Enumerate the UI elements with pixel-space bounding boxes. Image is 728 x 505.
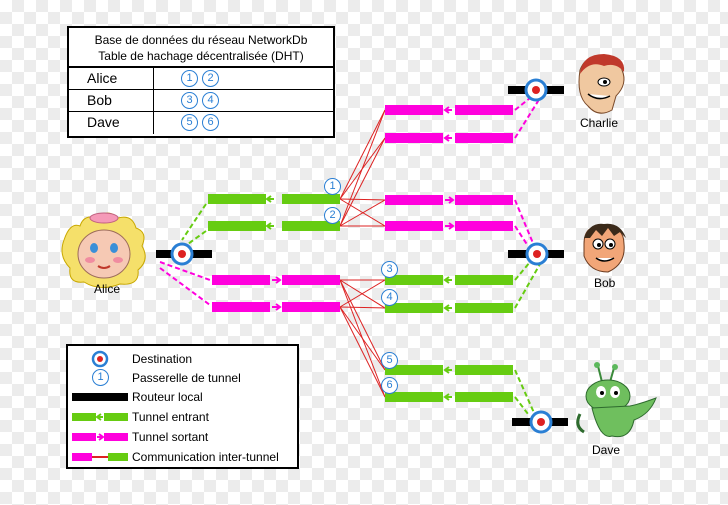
legend-inter-tunnel: Communication inter-tunnel [68,447,297,467]
router-trails [159,93,541,416]
dht-title-line2: Table de hachage décentralisée (DHT) [98,49,304,63]
legend-local-router: Routeur local [68,387,297,407]
gateway-badge: 6 [202,114,219,131]
bob-avatar [583,223,626,273]
dht-row-name: Bob [87,92,112,108]
alice-avatar [61,212,146,288]
legend-inter-tunnel-text: Communication inter-tunnel [132,450,279,464]
gateway-badge-1: 1 [324,178,341,195]
inter-tunnel-icon [72,453,128,461]
dht-row-badges: 5 6 [181,114,219,131]
gateway-badge-4: 4 [381,289,398,306]
tunnel-arrows [265,106,455,401]
dht-row-badges: 1 2 [181,70,219,87]
alice-outbound-tunnels [212,275,340,312]
dht-title-line1: Base de données du réseau NetworkDb [94,33,308,47]
destination-icon [91,350,109,368]
charlie-avatar [578,54,625,114]
dave-avatar [576,362,657,438]
gateway-badge-2: 2 [324,207,341,224]
gateway-icon: 1 [92,369,109,386]
alice-inbound-tunnels [208,194,340,231]
charlie-label: Charlie [580,116,619,130]
inter-tunnel-lines [339,109,386,398]
gateway-badge-3: 3 [381,261,398,278]
bob-label: Bob [594,276,616,290]
legend-local-router-text: Routeur local [132,390,203,404]
legend-outbound: Tunnel sortant [68,427,297,447]
dht-column-divider [153,90,154,111]
gateway-badge: 3 [181,92,198,109]
charlie-router [508,78,564,102]
dave-router [512,410,568,434]
bob-router [508,242,564,266]
dht-column-divider [153,112,154,134]
legend-gateway: 1 Passerelle de tunnel [68,368,297,388]
inbound-tunnel-icon [72,413,128,421]
dht-row-alice: Alice 1 2 [69,68,333,90]
dht-row-bob: Bob 3 4 [69,90,333,112]
gateway-badge: 1 [181,70,198,87]
outbound-tunnel-icon [72,433,128,441]
gateway-badge-5: 5 [381,352,398,369]
dave-inbound-tunnels [385,365,513,402]
bob-inbound-tunnels [385,275,513,313]
gateway-badge: 4 [202,92,219,109]
dave-label: Dave [592,443,621,457]
bob-outbound-tunnels [385,195,513,231]
dht-row-dave: Dave 5 6 [69,112,333,134]
legend-inbound-text: Tunnel entrant [132,410,209,424]
legend-gateway-text: Passerelle de tunnel [132,371,241,385]
charlie-tunnels [385,105,513,143]
alice-label: Alice [94,282,121,296]
legend-outbound-text: Tunnel sortant [132,430,209,444]
dht-column-divider [153,68,154,89]
dht-title: Base de données du réseau NetworkDb Tabl… [69,28,333,68]
legend-destination-text: Destination [132,352,193,366]
alice-router [156,242,212,266]
router-bar-icon [72,393,128,401]
dht-row-name: Alice [87,70,118,86]
gateway-badge-6: 6 [381,377,398,394]
gateway-badge: 5 [181,114,198,131]
gateway-badge: 2 [202,70,219,87]
legend-destination: Destination [68,349,297,369]
legend-inbound: Tunnel entrant [68,407,297,427]
dht-row-badges: 3 4 [181,92,219,109]
dht-table: Base de données du réseau NetworkDb Tabl… [67,26,335,138]
dht-row-name: Dave [87,114,120,130]
legend: Destination 1 Passerelle de tunnel Route… [66,344,299,469]
